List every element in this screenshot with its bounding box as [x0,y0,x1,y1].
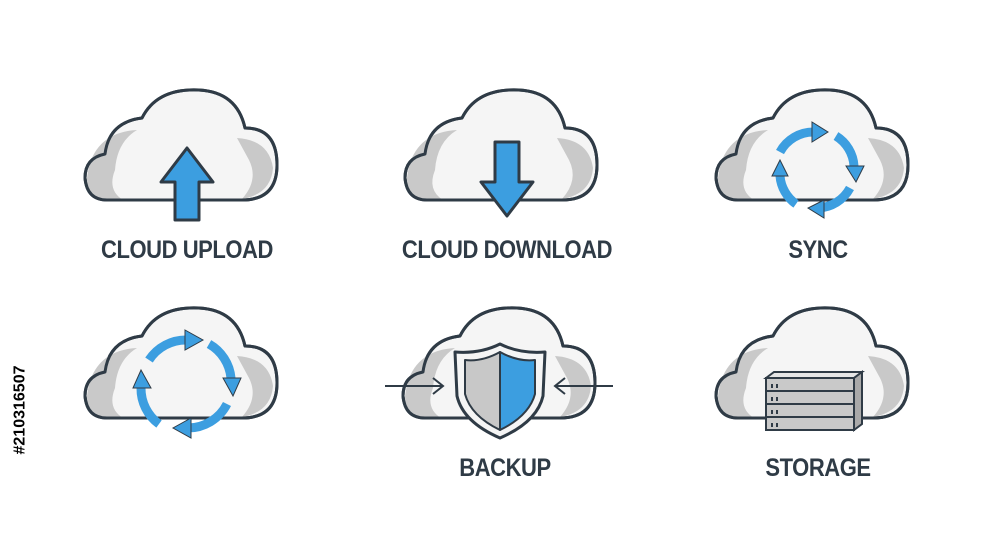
cloud-download-icon [403,88,599,218]
cloud-refresh-icon [83,306,279,439]
stock-id-text: #210316507 [11,365,29,455]
cloud-storage-server-icon [714,306,910,432]
icon-label: CLOUD UPLOAD [101,236,273,264]
tile-cloud-refresh [37,288,337,548]
icon-label: BACKUP [459,454,551,482]
cloud-sync-icon [714,88,910,219]
tile-sync: SYNC [668,70,968,330]
tile-cloud-download: CLOUD DOWNLOAD [357,70,657,330]
icon-label: SYNC [788,236,848,264]
cloud-upload-icon [83,88,279,222]
tile-cloud-upload: CLOUD UPLOAD [37,70,337,330]
icon-label: CLOUD DOWNLOAD [401,236,613,264]
stock-id: #210316507 [6,300,34,520]
tile-storage: STORAGE [668,288,968,548]
cloud-backup-shield-icon [385,306,613,440]
icon-label: STORAGE [765,454,871,482]
tile-backup: BACKUP [355,288,655,548]
